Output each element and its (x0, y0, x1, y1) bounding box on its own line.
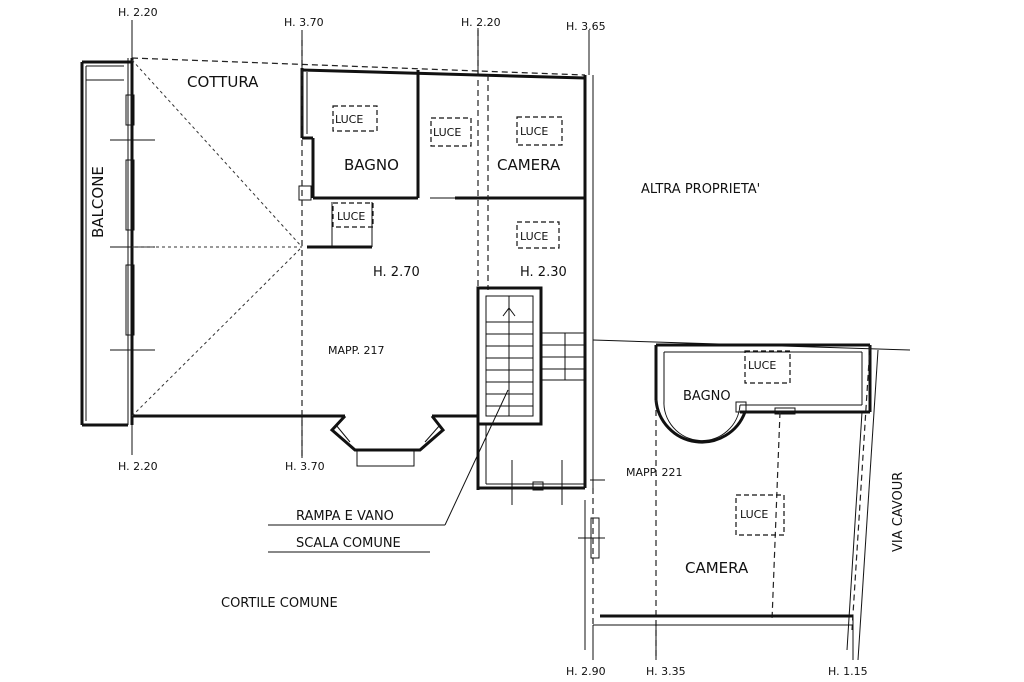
height-label: H. 2.70 (373, 265, 420, 280)
height-label: H. 3.70 (284, 16, 324, 29)
height-label: H. 2.20 (118, 6, 158, 19)
scala-label: SCALA COMUNE (296, 536, 401, 551)
mapp-221-label: MAPP. 221 (626, 466, 683, 479)
height-label: H. 2.20 (461, 16, 501, 29)
luce-label: LUCE (740, 508, 768, 521)
height-label: H. 3.70 (285, 460, 325, 473)
room-label-camera: CAMERA (685, 559, 749, 577)
luce-label: LUCE (433, 126, 461, 139)
cortile-label: CORTILE COMUNE (221, 596, 338, 611)
luce-label: LUCE (337, 210, 365, 223)
skylights (332, 105, 791, 536)
room-label-bagno: BAGNO (683, 389, 731, 404)
altra-proprieta-label: ALTRA PROPRIETA' (641, 182, 760, 197)
height-label: H. 1.15 (828, 665, 868, 678)
luce-label: LUCE (748, 359, 776, 372)
room-label-balcone: BALCONE (89, 166, 107, 238)
height-label: H. 2.20 (118, 460, 158, 473)
rampa-label: RAMPA E VANO (296, 509, 394, 524)
via-cavour-label: VIA CAVOUR (891, 472, 906, 552)
top-rooms-walls (298, 30, 594, 480)
luce-label: LUCE (520, 230, 548, 243)
room-label-cottura: COTTURA (187, 73, 259, 91)
height-label: H. 3.35 (646, 665, 686, 678)
room-label-bagno: BAGNO (344, 156, 399, 174)
main-unit-walls (80, 57, 586, 467)
luce-label: LUCE (335, 113, 363, 126)
common-stair (268, 286, 594, 526)
height-label: H. 2.30 (520, 265, 567, 280)
height-label: H. 3.65 (566, 20, 606, 33)
height-ticks (131, 20, 854, 660)
mapp-217-label: MAPP. 217 (328, 344, 385, 357)
luce-label: LUCE (520, 125, 548, 138)
height-label: H. 2.90 (566, 665, 606, 678)
right-unit-walls (578, 339, 911, 661)
room-label-camera: CAMERA (497, 156, 561, 174)
